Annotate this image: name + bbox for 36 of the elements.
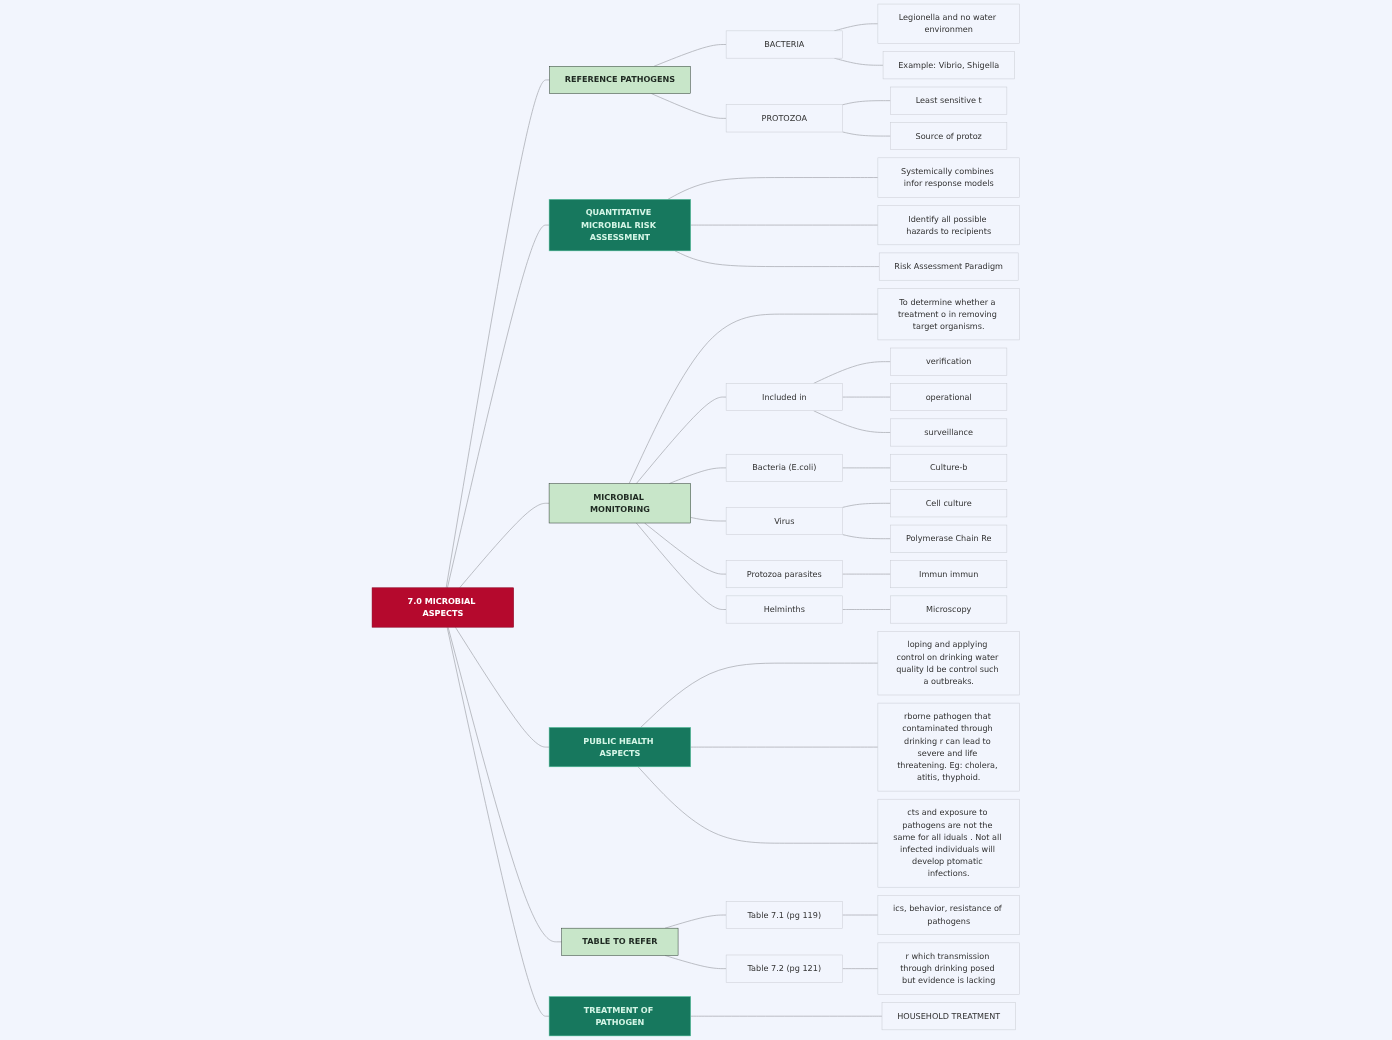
- connector: [640, 662, 879, 728]
- connector: [690, 224, 879, 226]
- connector: [629, 313, 879, 484]
- connector: [455, 626, 550, 748]
- connector: [674, 250, 880, 267]
- connector: [446, 79, 551, 589]
- connector: [842, 467, 892, 469]
- connector: [637, 766, 879, 844]
- connector: [690, 746, 879, 748]
- connector: [690, 1015, 883, 1017]
- connector: [842, 609, 892, 610]
- connector: [690, 517, 727, 522]
- connector: [651, 93, 727, 119]
- connector: [842, 534, 892, 540]
- connector: [842, 131, 892, 137]
- connector: [653, 44, 727, 67]
- connector: [834, 23, 879, 32]
- connector: [842, 573, 892, 575]
- connector: [636, 396, 727, 484]
- connector: [664, 914, 727, 929]
- connector: [447, 626, 563, 943]
- connector: [644, 522, 727, 575]
- connector: [813, 410, 892, 433]
- connector: [667, 177, 879, 200]
- connector: [842, 100, 892, 106]
- connector: [669, 467, 727, 484]
- connector: [447, 224, 550, 589]
- connector: [636, 522, 727, 610]
- connector: [842, 396, 892, 398]
- connector: [842, 502, 892, 508]
- connector: [459, 502, 550, 589]
- connector: [813, 361, 892, 384]
- connector: [447, 626, 550, 1017]
- connector: [664, 955, 727, 970]
- connector: [834, 57, 884, 66]
- connector: [842, 968, 879, 970]
